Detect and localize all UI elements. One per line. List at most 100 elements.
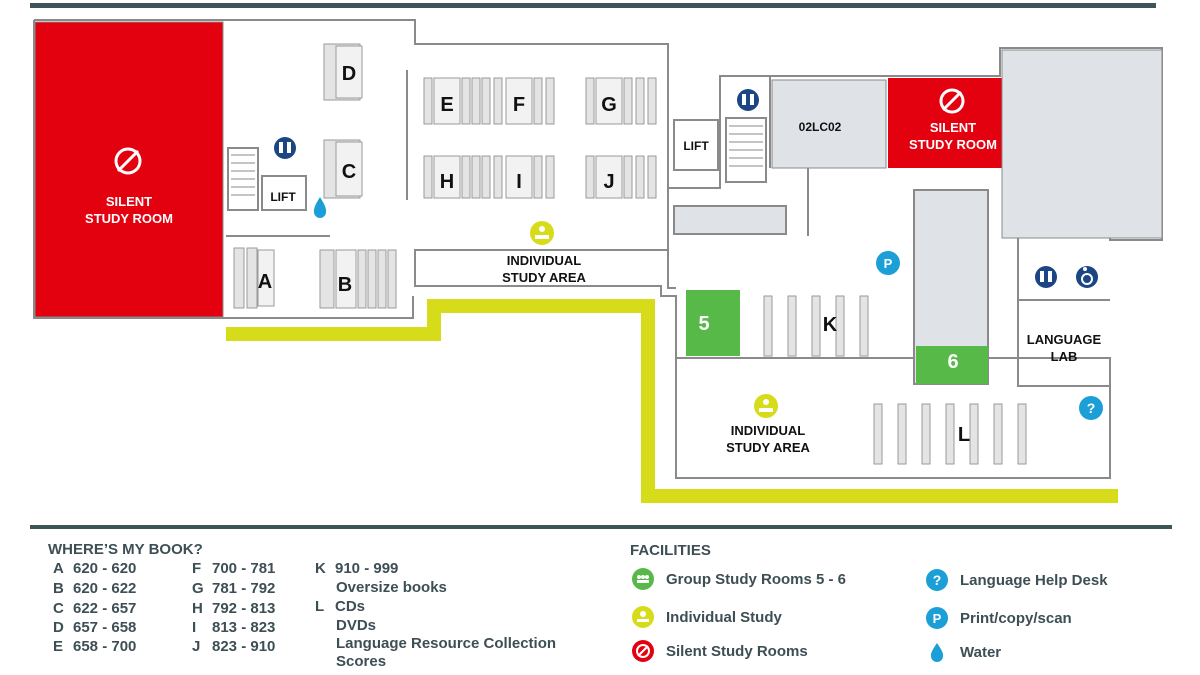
room-02lc02 (771, 79, 887, 169)
book-row: B 620 - 622 (53, 580, 136, 597)
svg-text:?: ? (933, 572, 942, 588)
book-row: K 910 - 999 (315, 560, 398, 577)
lift-right (673, 119, 719, 171)
book-key: E (53, 638, 64, 655)
book-row: C 622 - 657 (53, 600, 136, 617)
shelf-D-label: D (342, 63, 356, 85)
book-key: K (315, 560, 326, 577)
group-room-6 (916, 346, 988, 384)
toilets-icon (1035, 266, 1057, 288)
book-key: D (53, 619, 64, 636)
toilets-icon (737, 89, 759, 111)
book-key: F (192, 560, 202, 577)
top-rule (30, 3, 1156, 8)
book-key: L (315, 598, 325, 615)
book-range: 813 - 823 (212, 619, 276, 636)
print-icon-symbol: P (884, 256, 893, 271)
book-key: J (192, 638, 201, 655)
lift-left-label: LIFT (270, 190, 296, 204)
water-icon (930, 643, 944, 662)
lift-right-label: LIFT (683, 139, 709, 153)
language-lab-label-1: LANGUAGE (1027, 332, 1102, 347)
shelf-C-label: C (342, 161, 356, 183)
water-icon (313, 197, 327, 218)
book-key: C (53, 600, 64, 617)
book-row: E 658 - 700 (53, 638, 136, 655)
toilets-icon (274, 137, 296, 159)
book-detail: DVDs (336, 617, 377, 634)
individual-study-icon (754, 394, 778, 418)
shelf-J-label: J (603, 171, 614, 193)
study-area-top-1: INDIVIDUAL (507, 253, 581, 268)
book-key: B (53, 580, 64, 597)
book-range: 620 - 622 (73, 580, 137, 597)
help-desk-icon (1079, 396, 1103, 420)
group-room-5-label: 5 (698, 313, 709, 335)
facility-help-desk: ? Language Help Desk (926, 569, 1108, 591)
book-range: 781 - 792 (212, 580, 276, 597)
book-row: D 657 - 658 (53, 619, 136, 636)
print-icon (876, 251, 900, 275)
book-detail: Scores (336, 653, 387, 670)
legend-rule (30, 525, 1172, 529)
book-key: A (53, 560, 64, 577)
facility-individual-study: Individual Study (632, 606, 782, 628)
silent-study-label-left-1: SILENT (106, 194, 152, 209)
accessible-toilet-icon (1076, 266, 1098, 288)
shelf-group-L (873, 403, 1027, 465)
silent-study-icon (939, 88, 965, 114)
book-range: 700 - 781 (212, 560, 276, 577)
book-range: 657 - 658 (73, 619, 137, 636)
facility-label: Water (960, 643, 1002, 661)
book-key: I (192, 619, 197, 636)
book-row: F 700 - 781 (192, 560, 275, 577)
shelf-K-label: K (823, 314, 838, 336)
shelf-G-label: G (601, 94, 617, 116)
individual-study-icon (530, 221, 554, 245)
shelf-I-label: I (516, 171, 522, 193)
shelf-E-label: E (440, 94, 453, 116)
shelf-B-label: B (338, 274, 352, 296)
study-area-top-2: STUDY AREA (502, 270, 586, 285)
book-range: 620 - 620 (73, 560, 137, 577)
shelf-A-label: A (258, 271, 272, 293)
book-key: G (192, 580, 204, 597)
facility-silent-study: Silent Study Rooms (632, 640, 808, 662)
facility-group-study: Group Study Rooms 5 - 6 (632, 568, 846, 590)
book-range: 622 - 657 (73, 600, 137, 617)
facility-label: Individual Study (666, 608, 782, 626)
language-lab-label-2: LAB (1051, 349, 1078, 364)
legend: WHERE’S MY BOOK? A 620 - 620 B 620 - 622 C… (0, 525, 1200, 675)
book-range: 792 - 813 (212, 600, 276, 617)
shelf-group-K (763, 295, 869, 357)
shelf-row-EFG (423, 77, 657, 125)
facility-label: Print/copy/scan (960, 609, 1072, 627)
book-range: 658 - 700 (73, 638, 137, 655)
room-02lc02-label: 02LC02 (799, 120, 842, 134)
books-title: WHERE’S MY BOOK? (48, 541, 203, 558)
individual-study-icon (632, 606, 654, 628)
book-row: L CDs (315, 598, 365, 615)
facility-label: Silent Study Rooms (666, 642, 808, 660)
silent-study-label-right-1: SILENT (930, 120, 976, 135)
grey-room-right (1001, 49, 1163, 239)
book-key: H (192, 600, 203, 617)
book-row: H 792 - 813 (192, 600, 275, 617)
facility-label: Group Study Rooms 5 - 6 (666, 570, 847, 588)
book-row: A 620 - 620 (53, 560, 136, 577)
book-range: CDs (335, 598, 366, 615)
book-range: 910 - 999 (335, 560, 399, 577)
facility-print: P Print/copy/scan (926, 607, 1072, 629)
shelf-L-label: L (958, 424, 970, 446)
study-area-bottom-1: INDIVIDUAL (731, 423, 805, 438)
facilities-title: FACILITIES (630, 542, 711, 559)
group-room-6-label: 6 (947, 351, 958, 373)
silent-study-label-left-2: STUDY ROOM (85, 211, 173, 226)
silent-study-room-left (34, 21, 224, 318)
silent-study-icon (632, 640, 654, 662)
book-detail: Oversize books (336, 579, 447, 596)
book-row: G 781 - 792 (192, 580, 275, 597)
stair-treads-left (231, 154, 255, 196)
help-desk-icon: ? (926, 569, 948, 591)
